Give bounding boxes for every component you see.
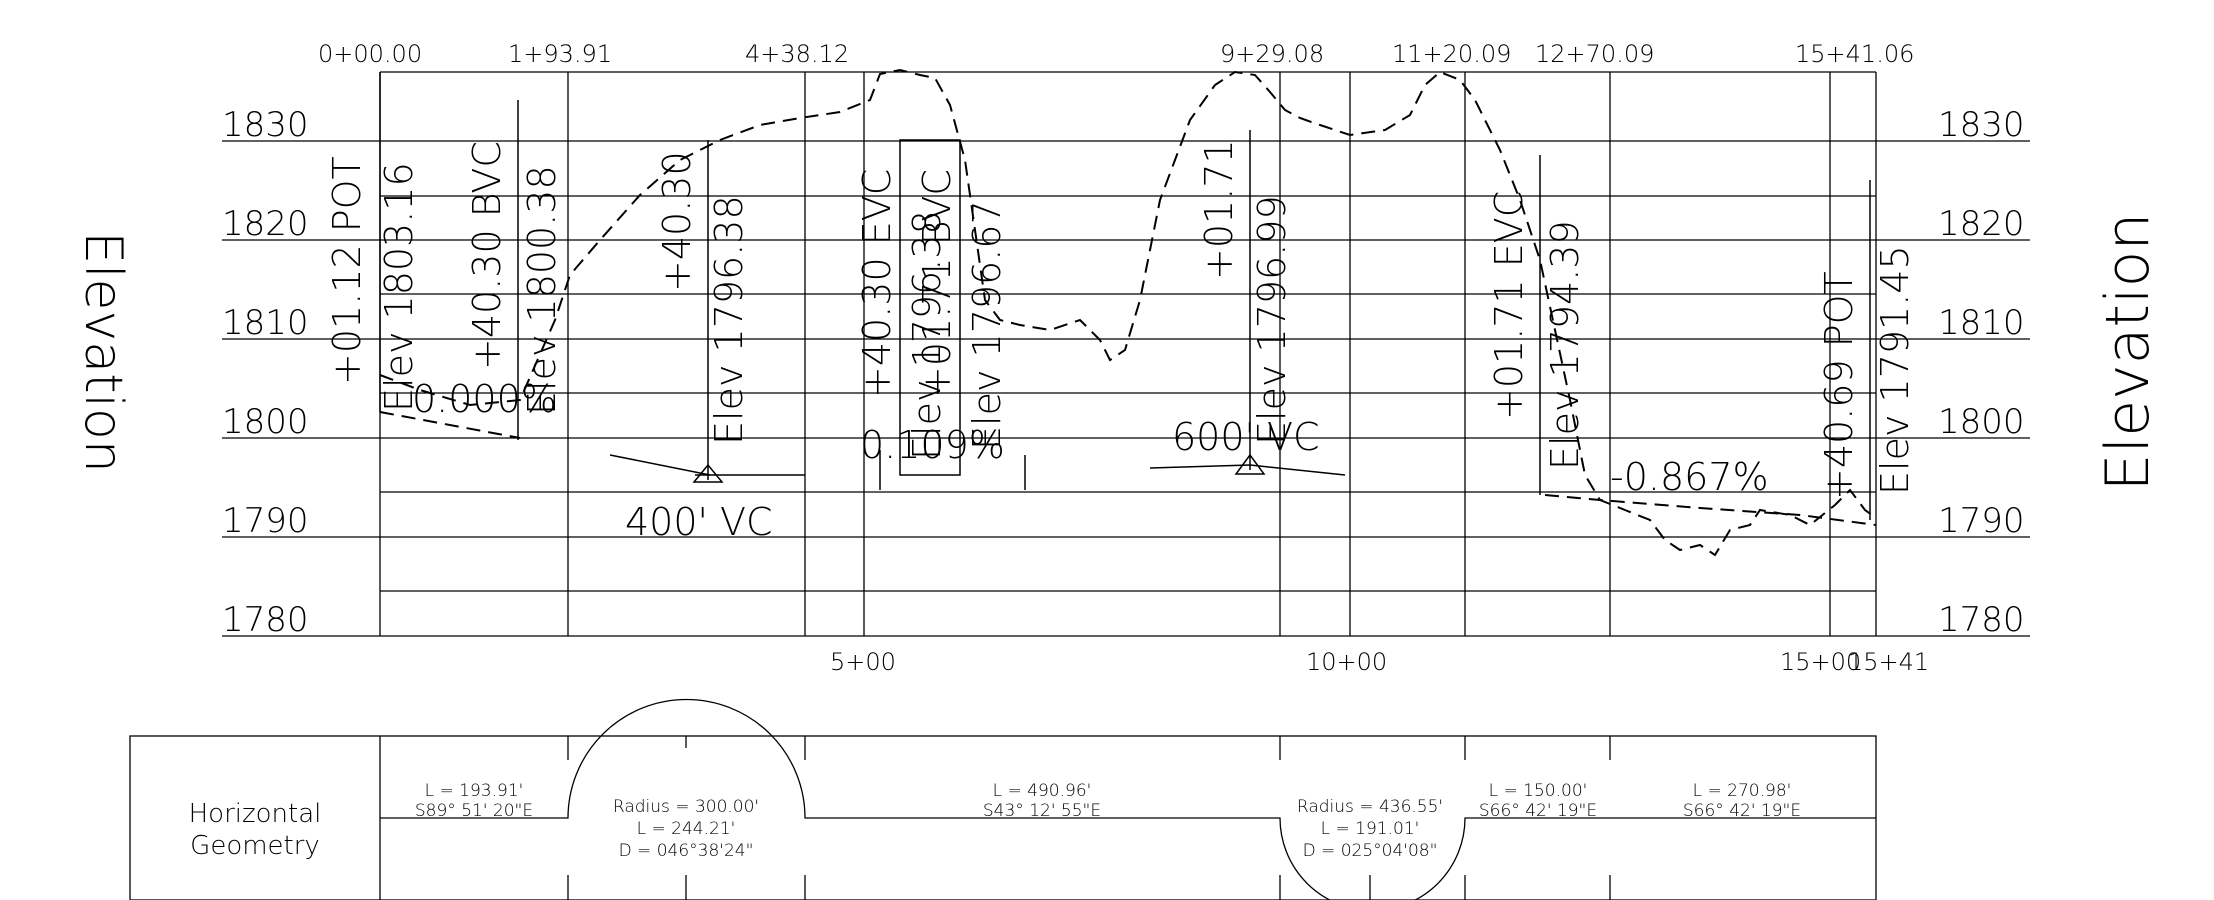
elevation-label: 1780 [222, 600, 309, 640]
horizontal-geometry-title: Horizontal [189, 799, 322, 829]
grade2-label: 0.109% [860, 423, 1005, 467]
elevation-label: 1800 [1938, 402, 2025, 442]
top-station-labels: 0+00.00 1+93.91 4+38.12 9+29.08 11+20.09… [318, 40, 1914, 68]
elevation-label: 1810 [1938, 303, 2025, 343]
elevation-label: 1830 [222, 105, 309, 145]
station-label: 10+00 [1306, 648, 1387, 676]
station-label: 5+00 [830, 648, 896, 676]
evc2-station-label: +01.71 EVC [1487, 191, 1531, 420]
segment-length: L = 150.00' [1489, 781, 1588, 801]
curve-delta: D = 025°04'08" [1303, 841, 1438, 861]
right-elevation-labels: 1830 1820 1810 1800 1790 1780 [1938, 105, 2025, 640]
left-axis-title: Elevation [73, 231, 133, 473]
station-label: 12+70.09 [1535, 40, 1654, 68]
station-label: 9+29.08 [1220, 40, 1324, 68]
pvi1-elevation-label: Elev 1796.38 [707, 195, 751, 445]
bvc1-elevation-label: Elev 1800.38 [520, 165, 564, 415]
elevation-label: 1820 [1938, 204, 2025, 244]
elevation-label: 1780 [1938, 600, 2025, 640]
segment-bearing: S66° 42' 19"E [1479, 801, 1597, 821]
bottom-station-labels: 5+00 10+00 15+00 15+41 [830, 648, 1929, 676]
vc1-label: 400' VC [625, 500, 773, 544]
pot2-station-label: +40.69 POT [1817, 271, 1861, 500]
right-axis-title: Elevation [2093, 213, 2163, 492]
bvc2-station-label: +01.71 BVC [915, 169, 959, 398]
curve-length: L = 244.21' [637, 819, 736, 839]
bvc1-station-label: +40.30 BVC [465, 141, 509, 370]
grade1-label: 0.000% [412, 377, 557, 421]
pot1-station-label: +01.12 POT [325, 156, 369, 385]
curve-delta: D = 046°38'24" [619, 841, 754, 861]
station-label: 15+00 [1780, 648, 1861, 676]
evc1-station-label: +40.30 EVC [855, 169, 899, 398]
vc-marker-1 [609, 454, 805, 483]
pot1-elevation-label: Elev 1803.16 [377, 162, 421, 412]
segment-length: L = 193.91' [425, 781, 524, 801]
evc1-elevation-label: Elev 1796.38 [905, 210, 949, 460]
station-label: 0+00.00 [318, 40, 422, 68]
station-label: 1+93.91 [508, 40, 612, 68]
station-label: 11+20.09 [1392, 40, 1511, 68]
elevation-label: 1810 [222, 303, 309, 343]
segment-bearing: S66° 42' 19"E [1683, 801, 1801, 821]
elevation-label: 1790 [222, 501, 309, 541]
segment-length: L = 270.98' [1693, 781, 1792, 801]
pvi2-station-label: +01.71 [1197, 139, 1241, 280]
station-label: 4+38.12 [745, 40, 849, 68]
horizontal-geometry-title: Geometry [190, 831, 320, 861]
proposed-profile-line [379, 411, 1877, 526]
elevation-label: 1800 [222, 402, 309, 442]
grade3-label: -0.867% [1610, 455, 1769, 499]
evc2-elevation-label: Elev 1794.39 [1543, 220, 1587, 470]
elevation-label: 1820 [222, 204, 309, 244]
station-label: 15+41 [1848, 648, 1929, 676]
curve-radius: Radius = 436.55' [1297, 797, 1443, 817]
existing-ground-line [379, 68, 1877, 557]
horizontal-geometry-labels: Horizontal Geometry L = 193.91' S89° 51'… [189, 781, 1802, 861]
horizontal-geometry-table [129, 698, 1877, 900]
vc2-label: 600' VC [1172, 415, 1320, 459]
elevation-label: 1830 [1938, 105, 2025, 145]
station-label: 15+41.06 [1795, 40, 1914, 68]
curve-radius: Radius = 300.00' [613, 797, 759, 817]
vc-marker-2 [1149, 453, 1346, 476]
pvi1-station-label: +40.30 [655, 151, 699, 292]
segment-bearing: S43° 12' 55"E [983, 801, 1101, 821]
label-leader-lines [379, 72, 1871, 520]
profile-annotations: +01.12 POT Elev 1803.16 +40.30 BVC Elev … [325, 139, 1917, 544]
segment-bearing: S89° 51' 20"E [415, 801, 533, 821]
segment-length: L = 490.96' [993, 781, 1092, 801]
curve-length: L = 191.01' [1321, 819, 1420, 839]
left-elevation-labels: 1830 1820 1810 1800 1790 1780 [222, 105, 309, 640]
elevation-label: 1790 [1938, 501, 2025, 541]
pot2-elevation-label: Elev 1791.45 [1873, 245, 1917, 495]
bvc2-elevation-label: Elev 1796.67 [965, 200, 1009, 450]
pvi2-elevation-label: Elev 1796.99 [1250, 195, 1294, 445]
